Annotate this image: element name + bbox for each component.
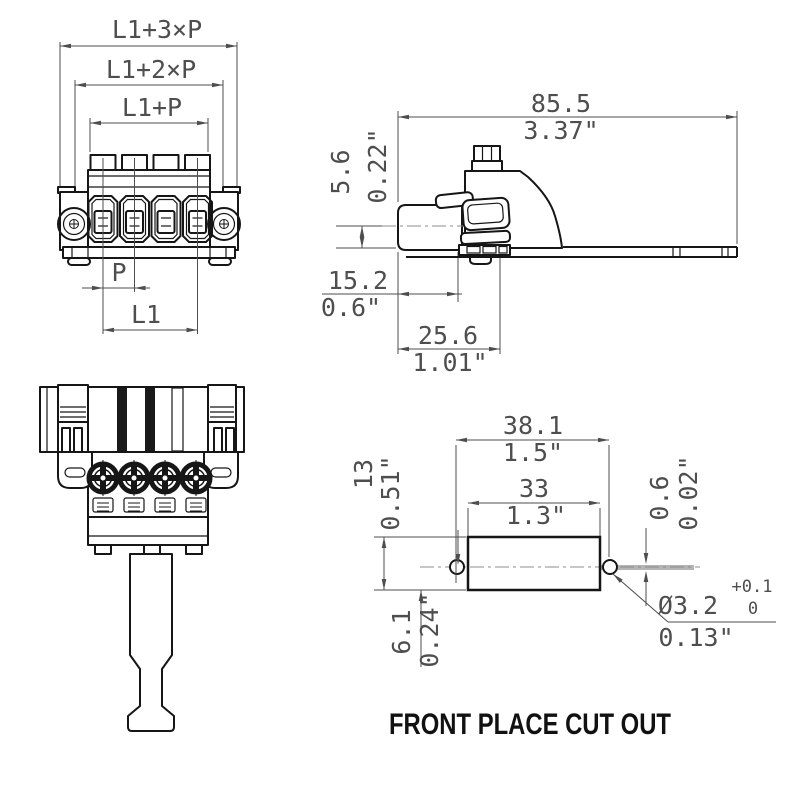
dim-offset-in: 0.24" [415,592,444,667]
left-wing [39,384,93,489]
dim-hole-dia-in: 0.13" [658,623,733,652]
dim-depth2-in: 1.01" [412,348,487,377]
screw-base [471,160,503,172]
coding-slot-open [171,387,184,452]
front-dimension-lines [59,42,238,333]
foot [208,257,232,266]
dim-width-mm: 85.5 [531,89,591,118]
clip-bar [213,427,223,453]
pin-tab [152,154,180,172]
dim-hole-tol-upper: +0.1 [732,577,773,597]
latch-block [57,384,89,423]
dim-outer-in: 1.5" [503,438,563,467]
dim-depth2-mm: 25.6 [418,321,478,350]
clip-bar [73,427,83,453]
front-view: L1+3×P L1+2×P L1+P P L1 [57,15,241,334]
wire-windows [92,497,207,513]
side-view: 85.5 3.37" 5.6 0.22" 15.2 0.6" 25.6 1.01… [321,89,738,377]
foot [67,257,91,266]
dim-l1-3p-label: L1+3×P [112,15,202,44]
latch-bar [459,229,512,246]
foot-mark [143,544,161,555]
clamp-screw [117,460,151,496]
dim-l1-2p-label: L1+2×P [106,55,196,84]
wing-strip [39,386,59,453]
side-connector-art [382,145,738,265]
foot-mark [185,544,203,555]
mounting-hole-left [449,559,465,575]
dim-outer-mm: 38.1 [503,411,563,440]
dim-tol-mm: 0.6 [645,475,674,520]
top-view [39,384,245,732]
latch-base [458,244,511,256]
wing-foot [57,451,93,489]
screw-head [473,145,501,162]
wing-strip [235,386,245,453]
terminal-cells [87,195,213,243]
side-dimension-lines [322,111,738,354]
clamp-screw [148,460,182,496]
dim-inner-mm: 33 [519,474,549,503]
cutout-rectangle [466,535,602,592]
clamp-screws [86,460,213,496]
flange-screw-left [57,207,91,241]
locator-bump [469,256,492,265]
clip-bar [61,427,71,453]
clamp-screw [179,460,213,496]
dim-l1-p-label: L1+P [122,93,182,122]
dim-height-mm: 13 [349,459,378,489]
mounting-hole-right [602,559,618,575]
strain-relief-tail [127,553,175,732]
dim-tol-in: 0.02" [674,455,703,530]
dim-l1-label: L1 [131,300,161,329]
dim-height-in: 0.22" [363,128,392,203]
dim-offset-mm: 6.1 [387,609,416,654]
cutout-dimension-lines [374,437,776,667]
clamp-screw [86,460,120,496]
dim-hole-dia: Ø3.2 [658,591,718,620]
drawing-caption: FRONT PLACE CUT OUT [389,708,671,741]
coding-slot [145,388,155,451]
front-connector-art [57,154,241,266]
foot-mark [94,544,112,555]
dim-depth1-in: 0.6" [321,293,381,322]
cutout-view: 38.1 1.5" 33 1.3" 13 0.51" 6.1 0.24" 0.6… [349,411,776,668]
base-plate [62,246,236,259]
dim-depth1-mm: 15.2 [328,266,388,295]
dim-height-mm: 5.6 [326,149,355,194]
clip-bar [225,427,235,453]
dim-height-in: 0.51" [376,455,405,530]
dim-width-in: 3.37" [523,116,598,145]
coding-slot [117,388,127,451]
dim-p-label: P [111,258,126,287]
dim-inner-in: 1.3" [506,501,566,530]
dim-hole-tol-lower: 0 [748,599,758,619]
right-wing [203,384,245,489]
front-sleeve [397,204,463,251]
